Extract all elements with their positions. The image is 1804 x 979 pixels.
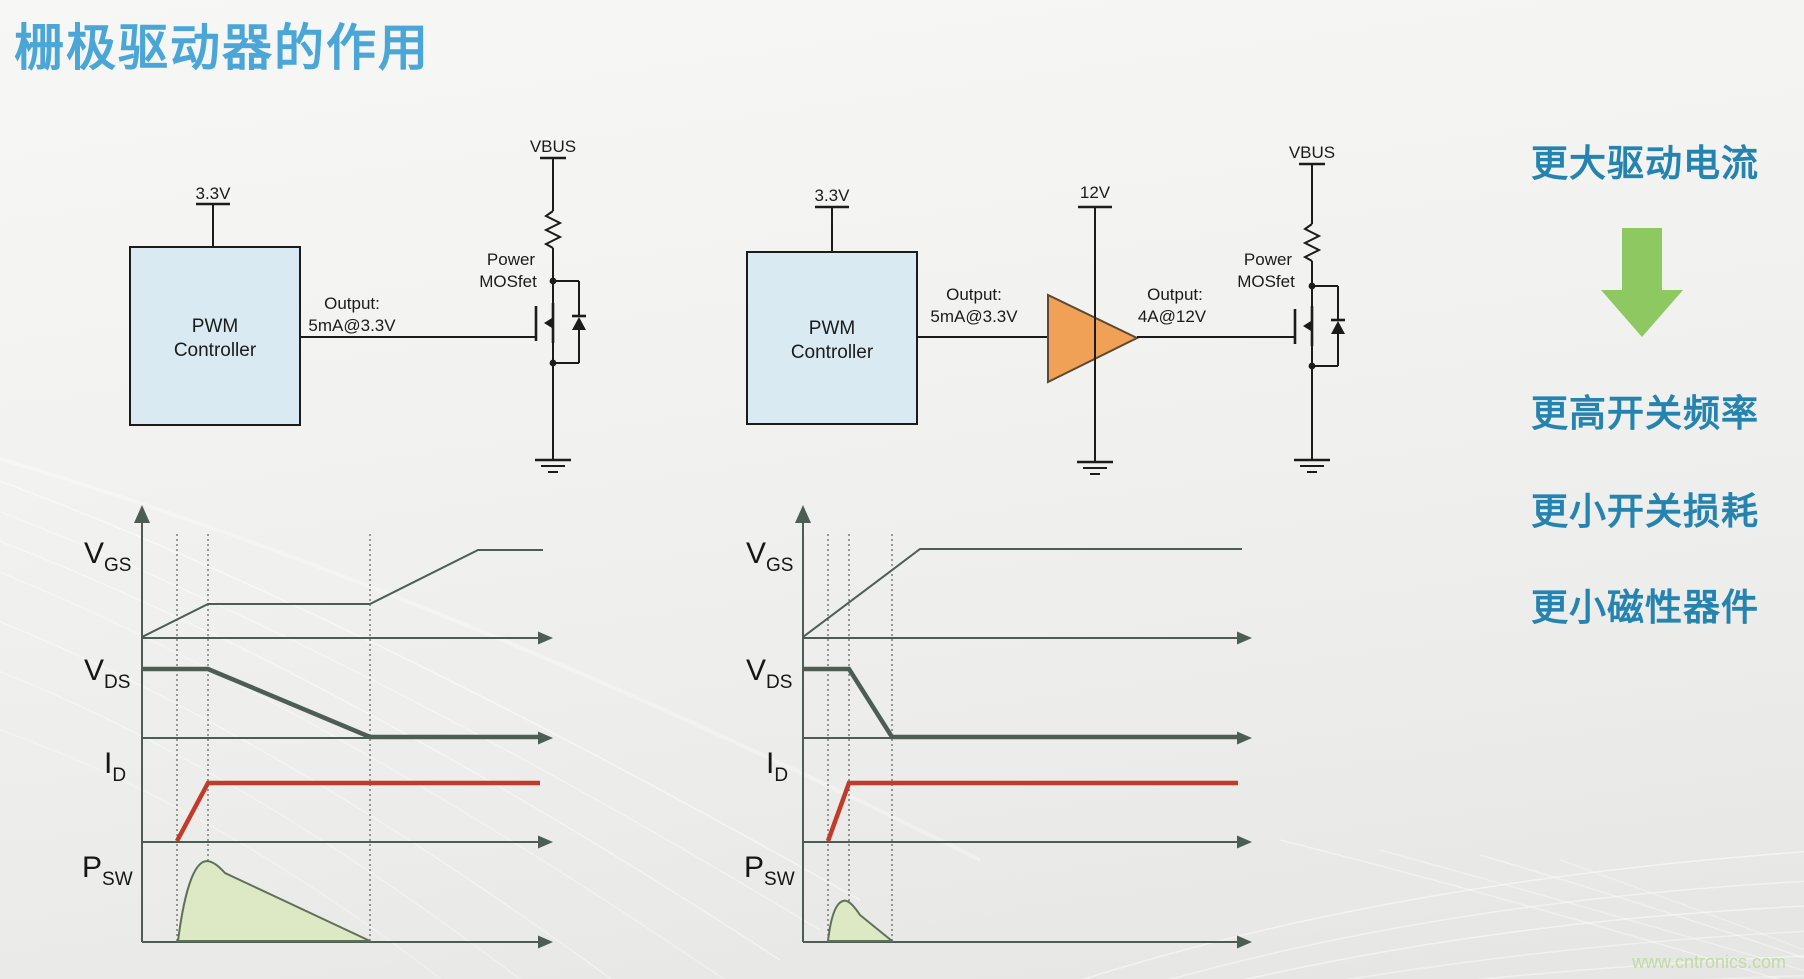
right-resistor [1302,223,1322,262]
right-supply-label: 3.3V [815,186,851,205]
down-arrow-icon [1601,228,1683,337]
left-vds-label: VDS [84,654,130,693]
right-vgs-label: VGS [746,537,793,576]
left-power-mosfet [534,277,586,367]
left-waveform-plot: VGS VDS ID PSW [82,505,553,949]
right-psw-curve [826,899,895,942]
right-vds-curve [803,666,1243,740]
right-vgs-curve [802,548,1242,638]
left-psw-curve [176,860,371,942]
left-id-curve [175,780,540,843]
right-output1-label-1: Output: [946,285,1002,304]
right-vds-label: VDS [746,654,792,693]
right-mosfet-label-2: MOSfet [1237,272,1295,291]
left-circuit: 3.3V PWM Controller Output: 5mA@3.3V VBU… [129,137,586,473]
right-vbus-label: VBUS [1289,143,1335,162]
left-output-label-1: Output: [324,294,380,313]
left-output-label-2: 5mA@3.3V [308,316,396,335]
benefit-headline: 更大驱动电流 [1531,143,1759,184]
right-mosfet-label-1: Power [1244,250,1293,269]
right-psw-label: PSW [744,851,795,890]
right-pwm-label-2: Controller [791,342,874,363]
right-id-label: ID [766,747,788,786]
driver-ground-symbol [1077,460,1113,475]
left-resistor [543,210,563,249]
left-psw-label: PSW [82,851,133,890]
left-vbus-label: VBUS [530,137,576,156]
benefit-item-2: 更小开关损耗 [1531,491,1759,532]
right-power-mosfet [1293,282,1345,370]
right-id-curve [825,780,1238,842]
benefit-item-3: 更小磁性器件 [1531,587,1759,628]
right-waveform-plot: VGS VDS ID PSW [744,505,1252,949]
right-ground-symbol [1294,458,1330,473]
left-vds-curve [142,666,544,740]
right-circuit: 3.3V PWM Controller Output: 5mA@3.3V 12V… [746,143,1345,475]
left-mosfet-label-2: MOSfet [479,272,537,291]
left-mosfet-label-1: Power [487,250,536,269]
left-pwm-label-1: PWM [192,316,238,337]
driver-supply-label: 12V [1080,183,1111,202]
left-mosfet-arrow [544,318,552,328]
benefit-item-1: 更高开关频率 [1531,393,1759,434]
left-id-label: ID [104,747,126,786]
watermark: www.cntronics.com [1631,952,1786,972]
left-pwm-controller-box [129,246,301,426]
left-body-diode [572,317,586,330]
right-vaxis-arrow [795,505,811,523]
left-supply-label: 3.3V [196,184,232,203]
right-body-diode [1331,321,1345,334]
right-output2-label-2: 4A@12V [1138,307,1207,326]
gate-driver-triangle [1047,293,1140,384]
right-output1-label-2: 5mA@3.3V [930,307,1018,326]
right-pwm-label-1: PWM [809,318,855,339]
left-pwm-label-2: Controller [174,340,257,361]
right-output2-label-1: Output: [1147,285,1203,304]
page-title: 栅极驱动器的作用 [14,20,430,76]
right-pwm-controller-box [746,251,918,425]
right-mosfet-arrow [1303,321,1311,331]
left-ground-symbol [535,458,571,473]
left-vgs-curve [141,549,543,638]
left-vgs-label: VGS [84,537,131,576]
left-vaxis-arrow [134,505,150,523]
